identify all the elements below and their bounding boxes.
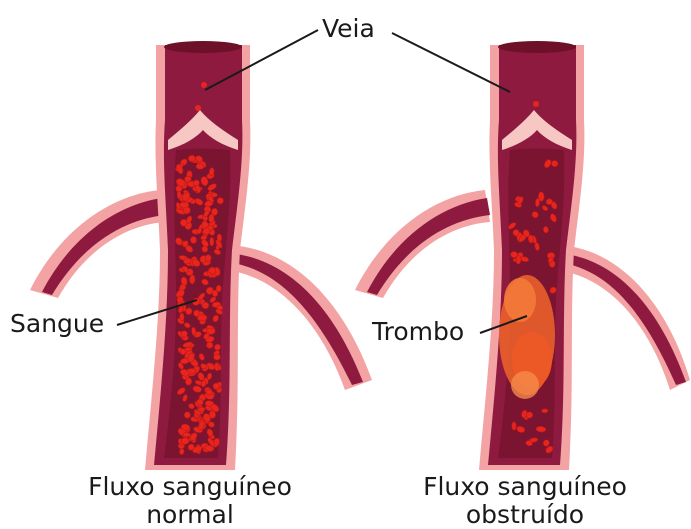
- blood-cell: [189, 275, 195, 284]
- blood-cell: [184, 412, 190, 419]
- blood-cell: [512, 422, 517, 430]
- blood-cell: [538, 192, 544, 202]
- normal-caption-line2: normal: [146, 500, 234, 529]
- blood-cell: [217, 234, 222, 242]
- blood-cell: [205, 254, 212, 261]
- clot-label: Trombo: [371, 317, 464, 346]
- obstructed-caption-line1: Fluxo sanguíneo: [423, 472, 627, 501]
- blood-cell: [513, 229, 520, 236]
- blood-cell: [528, 235, 534, 243]
- blood-cell: [204, 445, 214, 452]
- blood-cell: [206, 342, 213, 349]
- blood-cell: [551, 160, 558, 167]
- blood-cell: [188, 155, 196, 162]
- blood-cell: [202, 302, 209, 309]
- vein-label: Veia: [322, 14, 375, 43]
- blood-cell: [208, 214, 214, 223]
- blood-cell: [196, 163, 204, 169]
- blood-cell: [210, 237, 214, 246]
- blood-cell: [190, 236, 196, 243]
- blood-cell: [183, 207, 191, 215]
- obstructed-vein-opening: [498, 41, 576, 53]
- blood-cell: [197, 314, 207, 321]
- blood-cell: [195, 105, 201, 111]
- blood-cell: [185, 176, 192, 182]
- blood-label: Sangue: [10, 309, 104, 338]
- blood-cell: [213, 354, 220, 361]
- normal-caption-line1: Fluxo sanguíneo: [88, 472, 292, 501]
- blood-cell: [546, 198, 553, 205]
- obstructed-caption-line2: obstruído: [466, 500, 584, 529]
- blood-cell: [536, 426, 546, 432]
- normal-vein: [30, 41, 372, 470]
- obstructed-vein: [355, 41, 690, 470]
- blood-cell: [533, 101, 539, 107]
- blood-cell: [179, 313, 184, 321]
- blood-cell: [541, 409, 548, 413]
- blood-cell: [201, 82, 207, 88]
- normal-vein-opening: [164, 41, 242, 53]
- blood-cell: [181, 437, 189, 444]
- blood-cell: [203, 227, 211, 234]
- blood-cell: [510, 251, 517, 258]
- blood-cell: [183, 432, 190, 437]
